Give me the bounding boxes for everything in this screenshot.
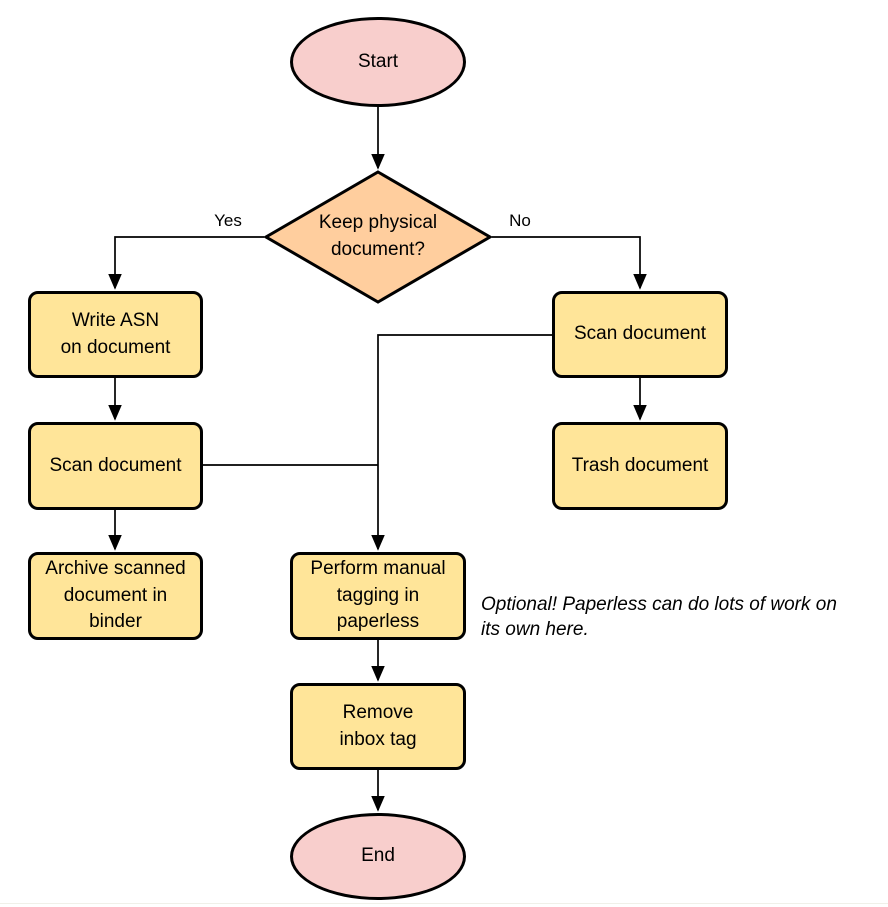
edge-decision-scan-right	[492, 236, 640, 288]
node-label: Trash document	[571, 454, 709, 476]
node-label: Start	[357, 50, 399, 72]
edge-scan-right-tagging	[378, 334, 552, 549]
node-remove-inbox: Remove inbox tag	[290, 683, 466, 770]
node-start: Start	[290, 17, 466, 107]
node-archive: Archive scanned document in binder	[28, 552, 203, 640]
bottom-rule	[0, 903, 888, 904]
node-decision-label: Keep physical document?	[283, 210, 473, 264]
node-write-asn: Write ASN on document	[28, 291, 203, 378]
edge-decision-write-asn	[115, 236, 264, 288]
node-scan-right: Scan document	[552, 291, 728, 378]
node-label: Write ASN on document	[60, 309, 171, 358]
node-label: Keep physical document?	[318, 212, 438, 260]
node-label: Perform manual tagging in paperless	[310, 557, 446, 633]
node-end: End	[290, 813, 466, 900]
node-label: Scan document	[573, 323, 707, 345]
node-label: End	[361, 845, 395, 867]
edge-label-no: No	[509, 211, 531, 230]
note-text: Optional! Paperless can do lots of work …	[481, 594, 837, 641]
node-label: Scan document	[49, 454, 182, 476]
node-label: Remove inbox tag	[339, 701, 417, 750]
node-scan-left: Scan document	[28, 422, 203, 510]
decision-diamond-shape	[263, 170, 493, 304]
node-tagging: Perform manual tagging in paperless	[290, 552, 466, 640]
edge-label-yes: Yes	[214, 211, 242, 230]
node-label: Archive scanned document in binder	[45, 557, 186, 633]
node-trash: Trash document	[552, 422, 728, 510]
